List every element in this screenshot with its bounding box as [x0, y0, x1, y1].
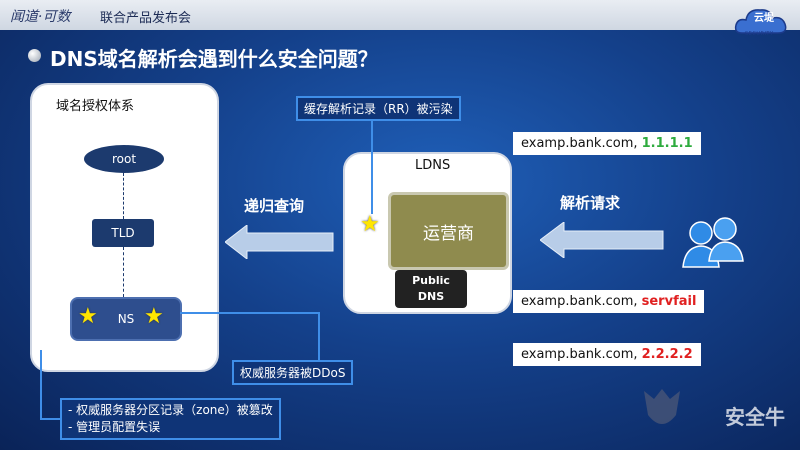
zone-tampered-text: - 权威服务器分区记录（zone）被篡改 [68, 403, 273, 417]
title-bullet-icon [28, 49, 41, 62]
ns-label: NS [117, 312, 135, 326]
authority-panel-title: 域名授权体系 [56, 99, 135, 114]
admin-misconfig-text: - 管理员配置失误 [68, 420, 161, 434]
ldns-title: LDNS [415, 158, 451, 173]
result-box-2: examp.bank.com, servfail [513, 290, 705, 313]
result-domain: examp.bank.com, [521, 347, 642, 362]
tld-node: TLD [92, 219, 154, 247]
recursive-query-arrow-icon [225, 225, 334, 259]
ns-node: NS [70, 297, 182, 341]
result-value: 2.2.2.2 [641, 347, 693, 362]
root-tld-connector [123, 173, 124, 219]
public-dns-line2: DNS [417, 290, 445, 303]
brand-logo: 云堤 SECURITY [732, 3, 792, 43]
isp-box: 运营商 [388, 192, 509, 270]
resolve-request-arrow-icon [540, 222, 664, 258]
cache-annotation-connector [371, 120, 373, 214]
brand-subtitle: SECURITY [745, 31, 774, 37]
result-domain: examp.bank.com, [521, 136, 642, 151]
event-logo-text: 闻道·可数 [10, 9, 71, 25]
slide-title: DNS域名解析会遇到什么安全问题？ [50, 47, 378, 71]
event-title: 联合产品发布会 [100, 11, 192, 26]
watermark-logo-icon [644, 389, 680, 424]
result-box-3: examp.bank.com, 2.2.2.2 [513, 343, 701, 366]
ldns-panel: LDNS 运营商 Public DNS ★ [343, 152, 512, 314]
result-value: servfail [641, 294, 697, 309]
public-dns-box: Public DNS [395, 270, 467, 308]
public-dns-line1: Public [412, 274, 450, 287]
result-domain: examp.bank.com, [521, 294, 642, 309]
resolve-request-label: 解析请求 [560, 194, 621, 212]
watermark-text: 安全牛 [725, 405, 785, 429]
zone-connector-horizontal [40, 418, 62, 420]
auth-ddos-label: 权威服务器被DDoS [232, 360, 354, 385]
star-icon: ★ [360, 212, 380, 237]
zone-connector-vertical [40, 350, 42, 420]
recursive-query-label: 递归查询 [244, 197, 305, 215]
zone-issues-label: - 权威服务器分区记录（zone）被篡改 - 管理员配置失误 [60, 398, 281, 440]
ddos-connector-vertical [318, 312, 320, 364]
cloud-icon [734, 9, 787, 34]
users-icon [682, 217, 744, 268]
authority-panel: 域名授权体系 root TLD NS ★ ★ [30, 83, 219, 372]
tld-ns-connector [123, 247, 124, 297]
star-icon: ★ [144, 304, 164, 329]
result-value: 1.1.1.1 [641, 136, 693, 151]
star-icon: ★ [78, 304, 98, 329]
ddos-connector-horizontal [180, 312, 320, 314]
top-bar: 闻道·可数 联合产品发布会 [0, 0, 800, 30]
cache-poisoned-label: 缓存解析记录（RR）被污染 [296, 96, 461, 121]
result-box-1: examp.bank.com, 1.1.1.1 [513, 132, 701, 155]
root-node: root [84, 145, 164, 173]
brand-name: 云堤 [754, 13, 774, 24]
connector-joint [371, 120, 373, 122]
